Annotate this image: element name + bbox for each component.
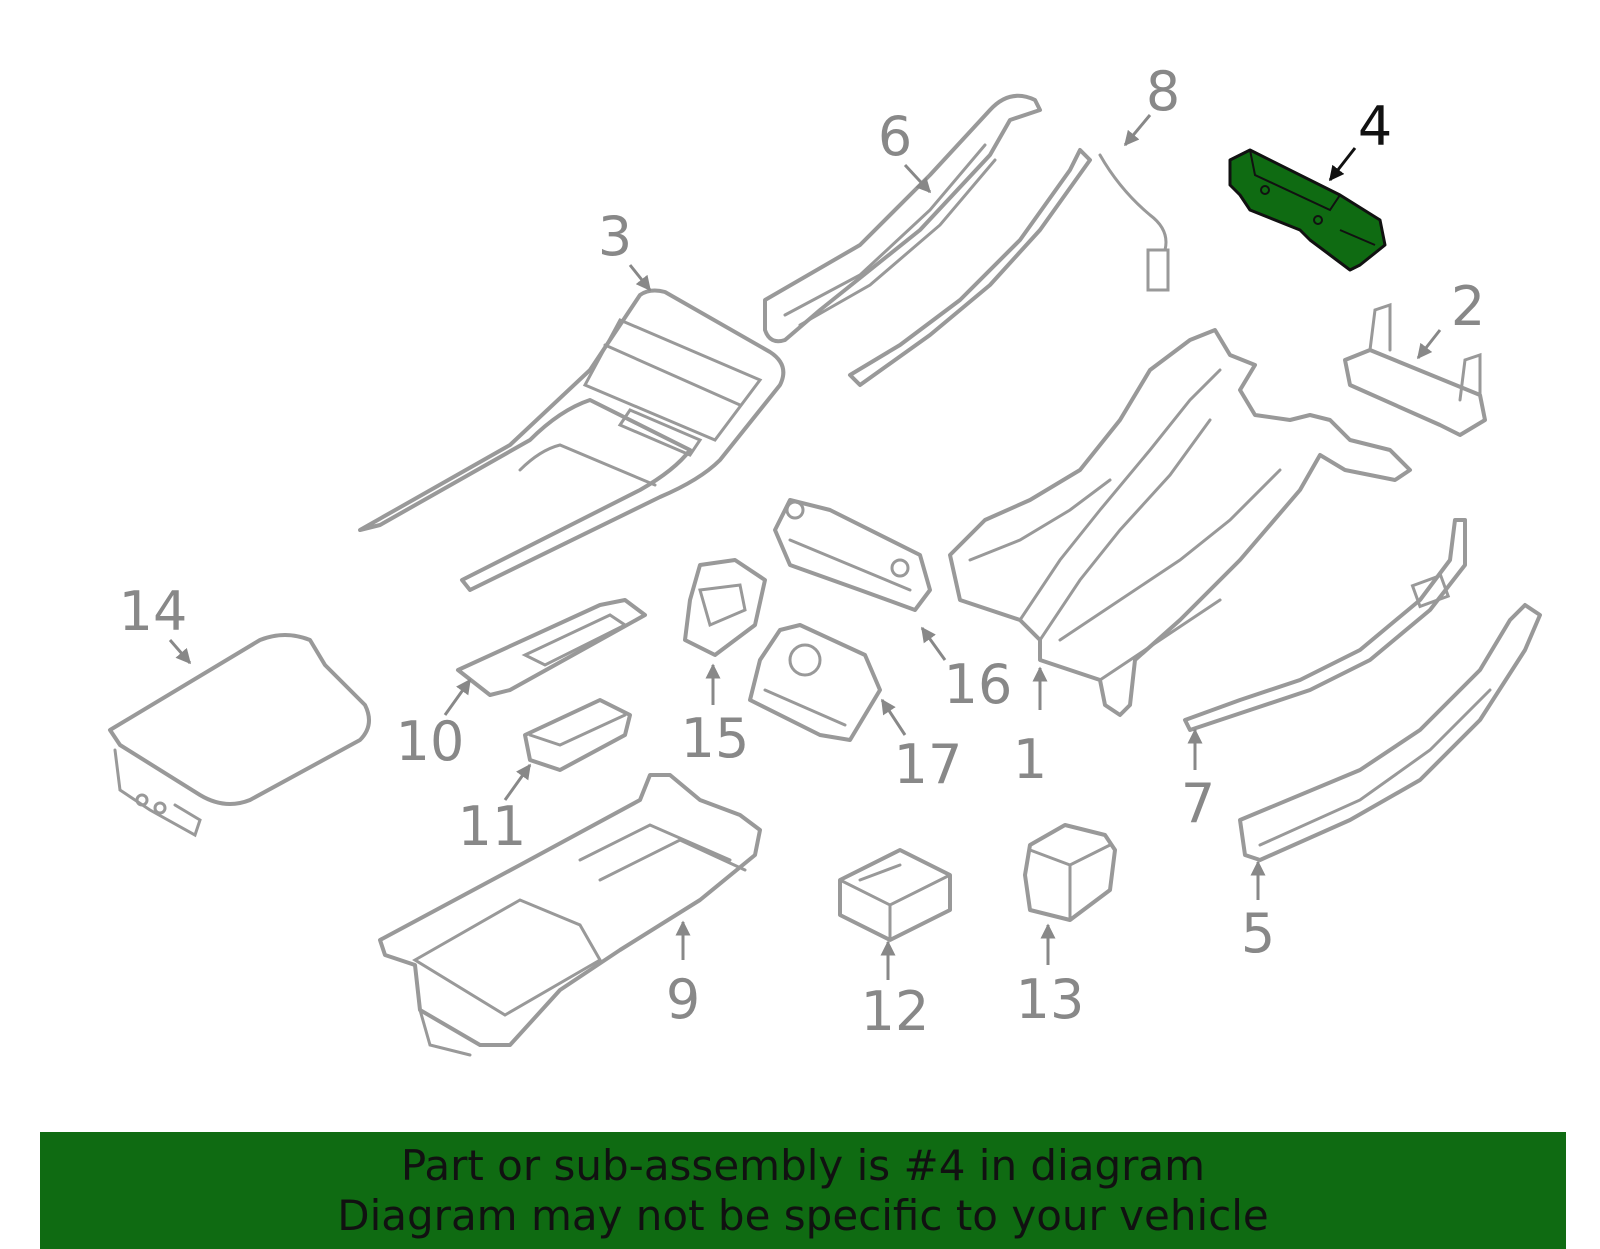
callout-13[interactable]: 13	[1016, 923, 1085, 1031]
callout-5[interactable]: 5	[1241, 860, 1275, 965]
callout-label-8: 8	[1146, 60, 1180, 123]
callout-label-2: 2	[1451, 275, 1485, 338]
callout-9[interactable]: 9	[666, 920, 700, 1031]
callout-label-9: 9	[666, 968, 700, 1031]
callout-label-14: 14	[119, 580, 188, 643]
callout-2[interactable]: 2	[1416, 275, 1485, 360]
callout-4[interactable]: 4	[1328, 95, 1392, 182]
part-3-console-trim[interactable]	[358, 288, 786, 592]
callout-14[interactable]: 14	[119, 580, 192, 665]
part-2-mounting-bracket[interactable]	[1343, 302, 1487, 437]
callout-1[interactable]: 1	[1013, 666, 1048, 791]
part-13-module-housing[interactable]	[1023, 823, 1117, 922]
part-6-trim-strip[interactable]	[763, 93, 1042, 344]
banner-line-part-number: Part or sub-assembly is #4 in diagram	[400, 1140, 1206, 1190]
callout-15[interactable]: 15	[681, 663, 750, 770]
part-8-trim-with-wire[interactable]	[848, 148, 1170, 387]
callout-3[interactable]: 3	[598, 205, 652, 292]
part-4-bracket-highlighted[interactable]	[1228, 148, 1387, 272]
part-17-controller-unit[interactable]	[748, 623, 882, 742]
callout-label-4: 4	[1358, 95, 1392, 158]
callout-label-3: 3	[598, 205, 632, 268]
part-11-switch[interactable]	[523, 698, 632, 772]
banner-line-disclaimer: Diagram may not be specific to your vehi…	[337, 1190, 1269, 1240]
callout-label-10: 10	[396, 710, 465, 773]
callout-12[interactable]: 12	[861, 940, 930, 1043]
part-16-switch-panel[interactable]	[773, 498, 932, 612]
callout-label-1: 1	[1013, 728, 1047, 791]
callout-label-5: 5	[1241, 902, 1275, 965]
part-15-control-module[interactable]	[683, 558, 767, 657]
callout-16[interactable]: 16	[920, 626, 1013, 716]
callout-11[interactable]: 11	[458, 763, 532, 858]
callout-label-12: 12	[861, 980, 930, 1043]
part-9-console-base[interactable]	[378, 773, 762, 1057]
callout-17[interactable]: 17	[880, 698, 963, 796]
callout-label-15: 15	[681, 707, 750, 770]
callout-label-11: 11	[458, 795, 527, 858]
part-1-console-housing[interactable]	[948, 328, 1412, 717]
callout-label-13: 13	[1016, 968, 1085, 1031]
callout-8[interactable]: 8	[1123, 60, 1180, 147]
info-banner: Part or sub-assembly is #4 in diagram Di…	[40, 1132, 1566, 1249]
callout-10[interactable]: 10	[396, 678, 472, 773]
callout-label-17: 17	[894, 733, 963, 796]
part-10-tray-insert[interactable]	[456, 598, 647, 697]
part-7-lower-trim[interactable]	[1183, 518, 1467, 732]
part-5-side-trim[interactable]	[1238, 603, 1542, 862]
callout-label-16: 16	[944, 653, 1013, 716]
callout-label-7: 7	[1181, 772, 1215, 835]
callout-6[interactable]: 6	[878, 105, 932, 194]
callout-7[interactable]: 7	[1181, 728, 1215, 835]
part-14-armrest-lid[interactable]	[108, 633, 371, 838]
part-12-box-module[interactable]	[838, 848, 952, 942]
callout-label-6: 6	[878, 105, 912, 168]
